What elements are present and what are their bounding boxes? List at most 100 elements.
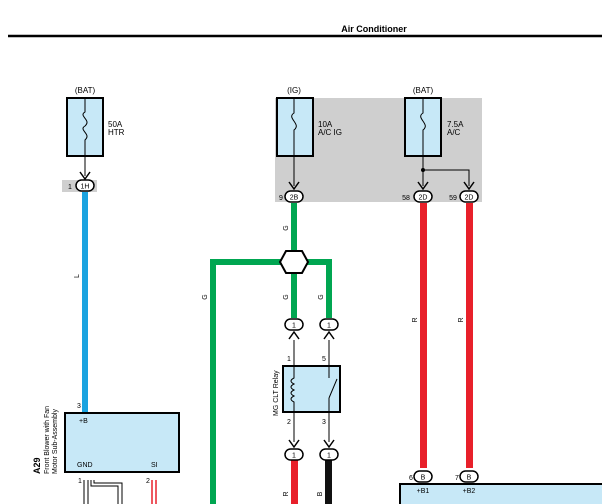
connector-relay-in-2-body: [319, 318, 339, 331]
relay-box: [282, 365, 341, 413]
blower-term-si: SI: [151, 462, 158, 469]
wire-label-green-main: G: [283, 225, 290, 230]
wire-green-relay2: [326, 259, 332, 318]
fuse-htr-symbol: [82, 98, 88, 156]
wire-green-trunk: [291, 203, 297, 253]
splice-junction: [278, 250, 310, 274]
fuse-ac-ig-symbol: [291, 98, 297, 156]
connector-2d-59-pin: 59: [449, 195, 457, 202]
wire-blower-gnd-3: [90, 480, 119, 504]
connector-relay-in-1-body: [284, 318, 304, 331]
wire-green-left: [210, 259, 216, 504]
wire-red-1: [420, 203, 427, 468]
connector-b-6-body: [413, 470, 433, 483]
fuse-ac-symbol: [420, 98, 426, 156]
wire-label-green-r2: G: [318, 294, 325, 299]
lower-unit-box: [399, 483, 602, 504]
connector-b-6-id: B: [421, 475, 426, 482]
connector-b-6: 6 B: [409, 470, 433, 483]
wire-green-relay1: [291, 272, 297, 318]
connector-relay-in-1-id: 1: [292, 323, 296, 330]
connector-b-7: 7 B: [455, 470, 479, 483]
wire-blower-gnd-4: [93, 480, 123, 504]
blower-term-b: +B: [79, 418, 88, 425]
connector-2b-id: 2B: [290, 195, 299, 202]
connector-relay-out-1-id: 1: [292, 453, 296, 460]
wire-blue: [82, 192, 88, 412]
fuse-ac-ig-rating: 10A: [318, 120, 333, 129]
blower-box: [64, 412, 180, 473]
blower-id: A29: [32, 457, 42, 474]
fuse-ac-source: (BAT): [413, 86, 434, 95]
lower-unit-term-b2: +B2: [463, 488, 476, 495]
fuse-ac-junction: [421, 168, 425, 172]
connector-2d-58-arrow: [417, 181, 429, 191]
wire-label-red-1: R: [412, 317, 419, 322]
fuse-ac: (BAT) 7.5A A/C: [404, 86, 470, 186]
page-title: Air Conditioner: [341, 24, 407, 34]
wire-red-relay-out: [291, 460, 298, 504]
lower-unit-term-b1: +B1: [417, 488, 430, 495]
fuse-ac-name: A/C: [447, 128, 461, 137]
wire-label-green-left: G: [202, 294, 209, 299]
connector-relay-in-1-arrow: [288, 330, 300, 340]
wire-label-relay-out-black: B: [317, 491, 324, 496]
relay-pin-2: 2: [287, 419, 291, 426]
connector-2d-58: 58 2D: [402, 181, 433, 203]
connector-2d-58-body: [413, 190, 433, 203]
connector-1h-id: 1H: [81, 184, 90, 191]
connector-2b-body: [284, 190, 304, 203]
connector-relay-in-2-arrow: [323, 330, 335, 340]
wire-black-relay-out: [325, 460, 332, 504]
connector-relay-in-1: 1: [284, 318, 304, 340]
connector-2d-58-id: 2D: [419, 195, 428, 202]
blower-pin-bottom-right: 2: [146, 478, 150, 485]
fuse-ac-ig-name: A/C IG: [318, 128, 342, 137]
wire-label-relay-out-red: R: [283, 491, 290, 496]
connector-2d-59-id: 2D: [465, 195, 474, 202]
connector-2b-pin: 9: [279, 195, 283, 202]
fuse-ac-rating: 7.5A: [447, 120, 464, 129]
fuse-ac-ig: (IG) 10A A/C IG: [276, 86, 342, 186]
connector-1h: 1 1H: [62, 171, 97, 192]
connector-2b: 9 2B: [279, 181, 304, 203]
connector-1h-arrow: [79, 171, 91, 181]
relay-pin-3: 3: [322, 419, 326, 426]
blower-name-line2: Motor Sub-Assembly: [52, 409, 59, 474]
blower-pin-top: 3: [77, 403, 81, 410]
connector-relay-out-1: 1: [284, 439, 304, 461]
connector-relay-out-2-arrow: [323, 439, 335, 449]
connector-relay-out-1-body: [284, 448, 304, 461]
wire-green-horizontal: [210, 259, 332, 265]
connector-2d-59-arrow: [463, 181, 475, 191]
fuse-htr-source: (BAT): [75, 86, 96, 95]
connector-relay-out-2: 1: [319, 439, 339, 461]
connector-1h-pin: 1: [68, 184, 72, 191]
connector-2d-59-body: [459, 190, 479, 203]
connector-relay-out-1-arrow: [288, 439, 300, 449]
relay-pin-1: 1: [287, 356, 291, 363]
blower-name-line1: Front Blower with Fan: [44, 406, 51, 474]
connector-relay-out-2-id: 1: [327, 453, 331, 460]
connector-relay-in-2-id: 1: [327, 323, 331, 330]
connector-1h-body: [75, 179, 95, 192]
fuse-ac-ig-source: (IG): [287, 86, 301, 95]
fuse-htr-name: HTR: [108, 128, 125, 137]
connector-b-7-body: [459, 470, 479, 483]
relay-name: MG CLT Relay: [273, 370, 280, 416]
connector-b-6-pin: 6: [409, 475, 413, 482]
fuse-htr: (BAT) 50A HTR: [66, 86, 125, 176]
relay-switch: [328, 366, 338, 412]
wire-label-blue: L: [74, 274, 81, 278]
relay-coil: [290, 366, 296, 412]
wire-red-2: [466, 203, 473, 468]
connector-2b-arrow: [288, 181, 300, 191]
blower-pin-bottom-left: 1: [78, 478, 82, 485]
front-blower-assembly: 3 +B GND SI 1 2 A29 Front Blower with Fa…: [32, 403, 180, 485]
mg-clt-relay: 1 5 MG CLT Relay 2 3: [273, 356, 341, 426]
connector-2d-59: 59 2D: [449, 181, 479, 203]
connector-b-7-id: B: [467, 475, 472, 482]
relay-pin-5: 5: [322, 356, 326, 363]
connector-relay-out-2-body: [319, 448, 339, 461]
